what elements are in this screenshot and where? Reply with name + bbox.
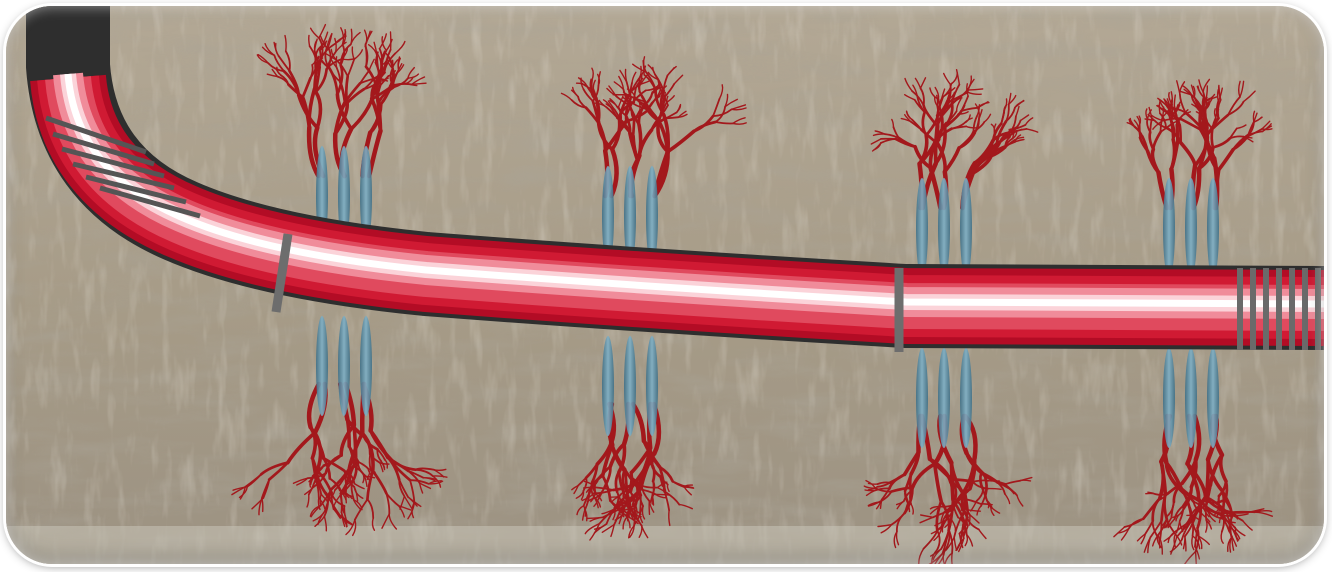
fracture-branch [633, 120, 634, 136]
fracture-branch [666, 117, 679, 118]
perforation-lower [338, 316, 350, 416]
well-diagram [6, 6, 1324, 564]
perforation-lower [1163, 348, 1175, 448]
fracture-branch [865, 490, 875, 491]
perforation-lower [646, 336, 658, 436]
fracture-branch [639, 125, 641, 156]
fracture-branch [1155, 494, 1167, 495]
fracture-branch [1196, 552, 1197, 565]
rock-bottom-band [6, 526, 1324, 564]
perforation-lower [624, 336, 636, 436]
fracture-branch [584, 487, 596, 488]
fracture-branch [1218, 90, 1219, 101]
perforation-upper [938, 178, 950, 278]
perforation-lower [1207, 348, 1219, 448]
fracture-branch [315, 62, 316, 89]
fracture-branch [341, 494, 342, 513]
perforation-upper [1163, 178, 1175, 278]
perforation-upper [1185, 178, 1197, 278]
perforation-upper [1207, 178, 1219, 278]
perforation-lower [316, 316, 328, 416]
fracture-branch [988, 489, 1001, 490]
fracture-branch [1207, 460, 1208, 495]
perforation-upper [916, 178, 928, 278]
perforation-lower [1185, 348, 1197, 448]
perforation-lower [960, 348, 972, 448]
fracture-branch [370, 454, 371, 469]
fracture-branch [1200, 110, 1201, 130]
perforation-lower [360, 316, 372, 416]
fracture-branch [1212, 129, 1213, 148]
fracture-branch [1262, 129, 1272, 130]
fracture-branch [967, 513, 968, 527]
perforation-upper [960, 178, 972, 278]
perforation-lower [938, 348, 950, 448]
perforation-lower [602, 336, 614, 436]
fracture-branch [1218, 496, 1219, 508]
well-diagram-frame [6, 6, 1324, 564]
perforation-lower [916, 348, 928, 448]
fracture-branch [309, 35, 310, 46]
fracture-branch [653, 481, 654, 495]
fracture-branch [869, 484, 878, 485]
